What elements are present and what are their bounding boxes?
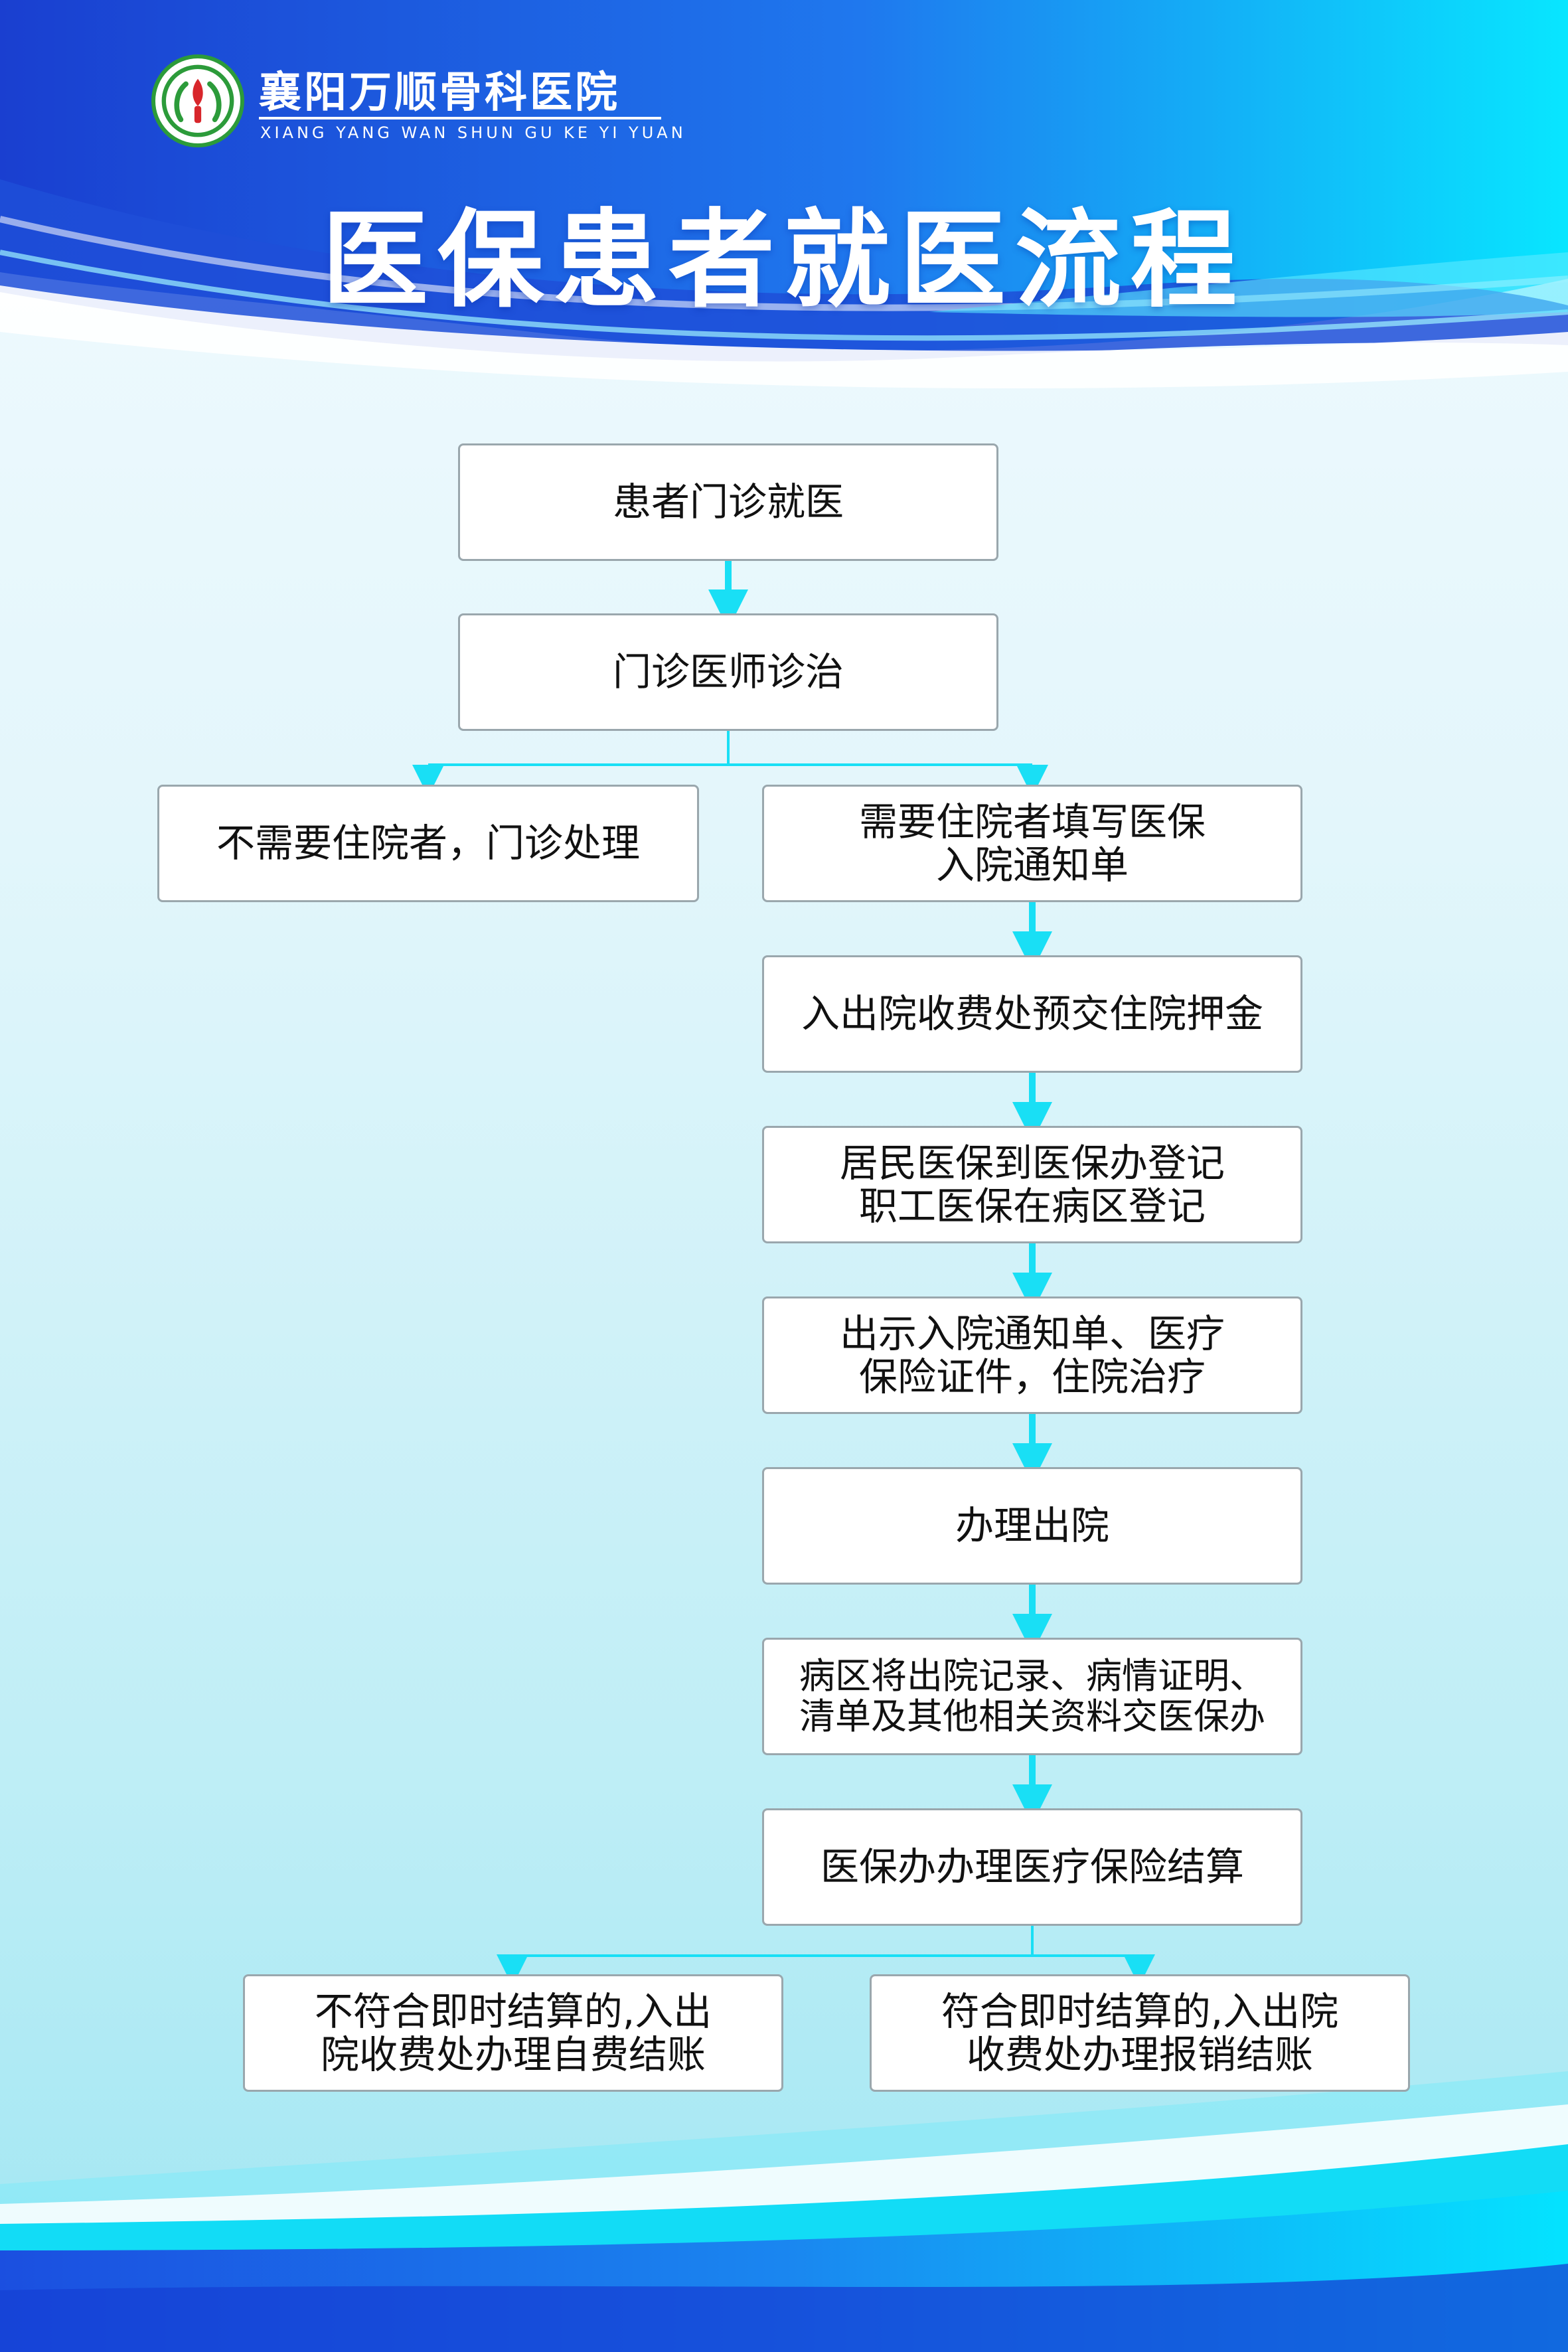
hospital-emblem-icon: [151, 54, 244, 147]
step-doctor-diagnosis: 门诊医师诊治: [458, 613, 998, 731]
step-prepay-deposit: 入出院收费处预交住院押金: [762, 955, 1302, 1073]
step-insurance-registration: 居民医保到医保办登记 职工医保在病区登记: [762, 1126, 1302, 1243]
hospital-pinyin: XIANG YANG WAN SHUN GU KE YI YUAN: [260, 123, 686, 142]
branch-no-admission: 不需要住院者，门诊处理: [157, 785, 699, 902]
step-show-documents: 出示入院通知单、医疗 保险证件，住院治疗: [762, 1296, 1302, 1414]
page-title: 医保患者就医流程: [321, 198, 1246, 322]
step-outpatient-visit: 患者门诊就医: [458, 443, 998, 561]
step-insurance-settlement: 医保办办理医疗保险结算: [762, 1808, 1302, 1926]
step-submit-records: 病区将出院记录、病情证明、 清单及其他相关资料交医保办: [762, 1638, 1302, 1755]
branch-admission-form: 需要住院者填写医保 入院通知单: [762, 785, 1302, 902]
hospital-name-divider: [259, 117, 661, 119]
step-discharge: 办理出院: [762, 1467, 1302, 1585]
hospital-name: 襄阳万顺骨科医院: [259, 68, 620, 118]
end-self-pay: 不符合即时结算的,入出 院收费处办理自费结账: [243, 1974, 783, 2092]
end-reimbursement: 符合即时结算的,入出院 收费处办理报销结账: [870, 1974, 1410, 2092]
